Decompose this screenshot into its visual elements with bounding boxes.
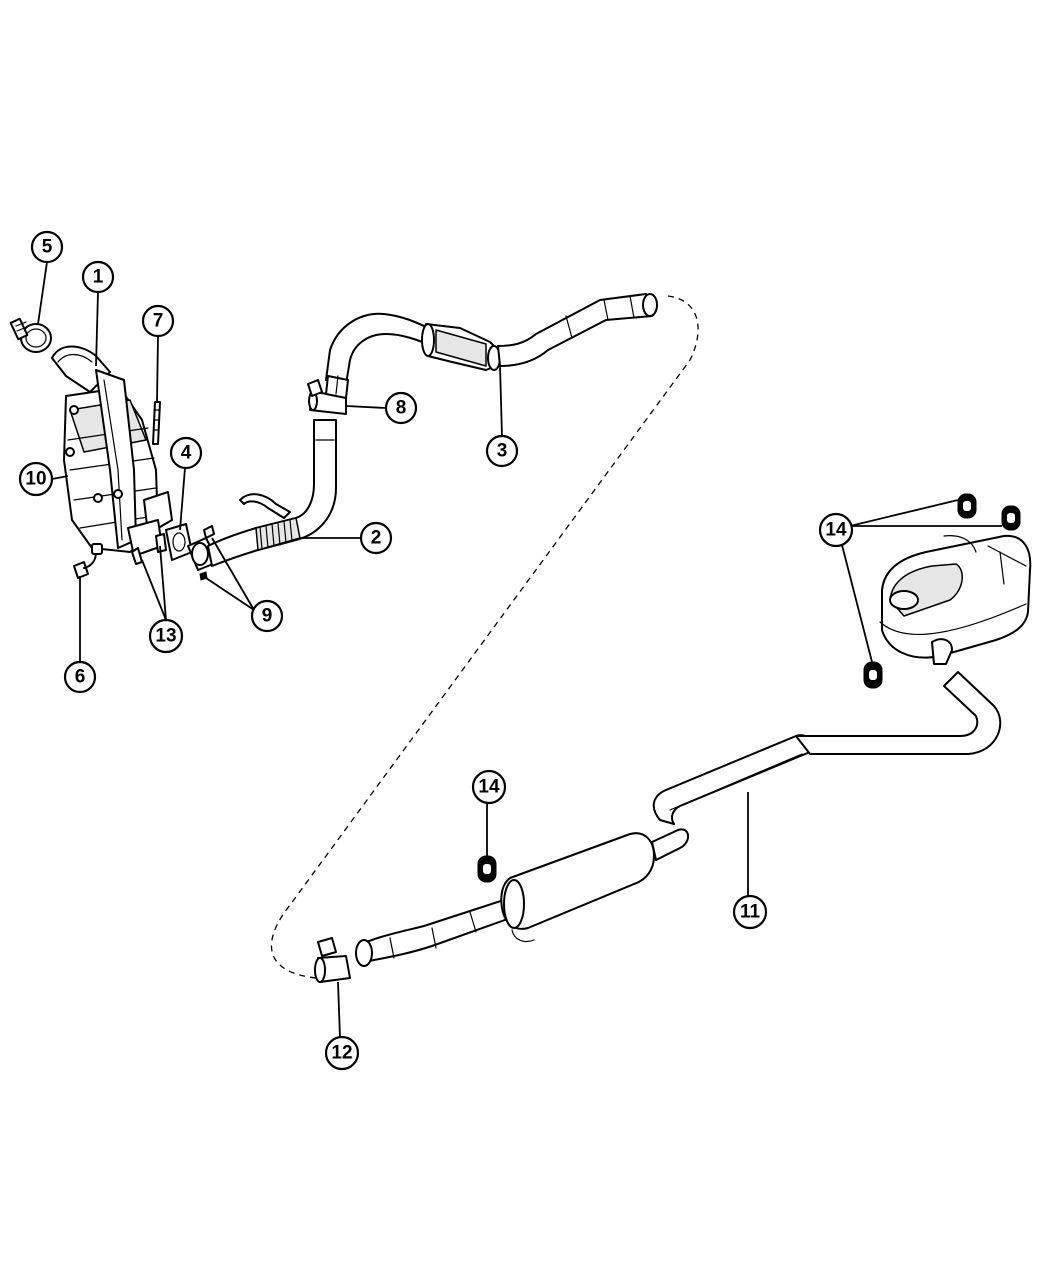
callout-4: 4 (169, 436, 203, 470)
callout-1: 1 (81, 260, 115, 294)
callout-label: 14 (478, 777, 500, 798)
callout-3: 3 (485, 434, 519, 468)
part-7-stud (152, 401, 161, 445)
leader-lines (37, 261, 1002, 1039)
part-4-gasket (165, 523, 193, 561)
callout-8: 8 (384, 391, 418, 425)
callout-14-lower: 14 (471, 769, 507, 805)
part-6-sensor (73, 543, 103, 579)
part-8-clamp (307, 379, 347, 415)
callout-10: 10 (18, 461, 54, 497)
callout-label: 9 (262, 606, 273, 627)
callout-5: 5 (30, 230, 64, 264)
callout-7: 7 (141, 304, 175, 338)
callout-label: 14 (825, 520, 847, 541)
callout-label: 11 (740, 902, 761, 923)
part-14-isolator-top (957, 493, 977, 519)
part-12-clamp (314, 937, 351, 983)
callout-label: 5 (42, 237, 53, 258)
callout-label: 4 (181, 443, 192, 464)
callout-9: 9 (250, 599, 284, 633)
part-14-isolator-resonator (477, 855, 497, 883)
callout-13: 13 (148, 618, 184, 654)
callout-label: 13 (155, 626, 176, 647)
callout-label: 3 (497, 441, 508, 462)
callout-label: 12 (331, 1043, 352, 1064)
part-14-isolator-muffler (863, 661, 883, 689)
callout-label: 7 (153, 311, 164, 332)
callout-label: 2 (371, 528, 382, 549)
callout-label: 6 (75, 667, 86, 688)
callout-label: 1 (93, 267, 104, 288)
part-14-isolator-right (1001, 505, 1021, 531)
callout-label: 10 (25, 469, 46, 490)
part-3-intermediate-pipe (325, 293, 658, 399)
callout-6: 6 (63, 660, 97, 694)
part-5-clamp (9, 317, 52, 353)
callout-label: 8 (396, 398, 407, 419)
part-1-converter-assembly (51, 345, 173, 557)
part-2-front-pipe (187, 419, 337, 571)
part-11-rear-pipe-muffler (355, 534, 1032, 967)
callout-14-upper: 14 (818, 512, 854, 548)
part-13-studs (131, 533, 167, 565)
callout-12: 12 (324, 1035, 360, 1071)
connection-dashed-line (270, 295, 699, 979)
callout-11: 11 (732, 894, 768, 930)
callout-2: 2 (359, 521, 393, 555)
